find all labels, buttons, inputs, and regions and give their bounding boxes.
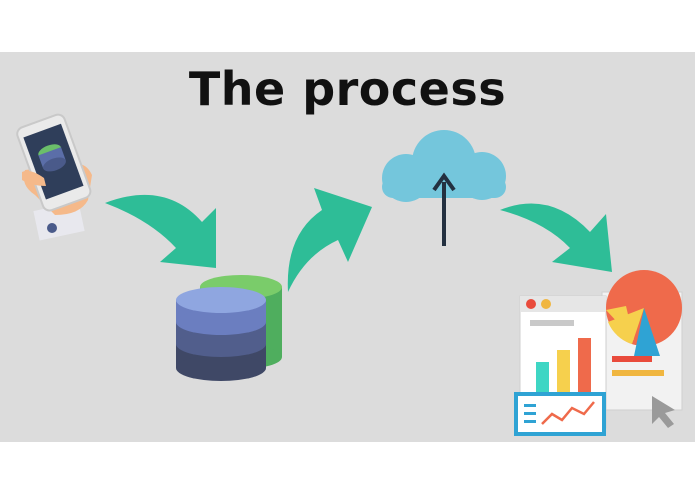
hand-holding-smartphone-icon <box>16 113 92 241</box>
flow-arrow-2 <box>287 188 372 292</box>
flow-arrow-1 <box>105 194 216 268</box>
database-stack-icon <box>176 275 282 381</box>
flow-arrow-3 <box>500 203 612 272</box>
cloud-upload-icon <box>382 130 506 246</box>
dashboard-charts-icon <box>514 270 683 436</box>
page-title: The process <box>188 62 507 116</box>
